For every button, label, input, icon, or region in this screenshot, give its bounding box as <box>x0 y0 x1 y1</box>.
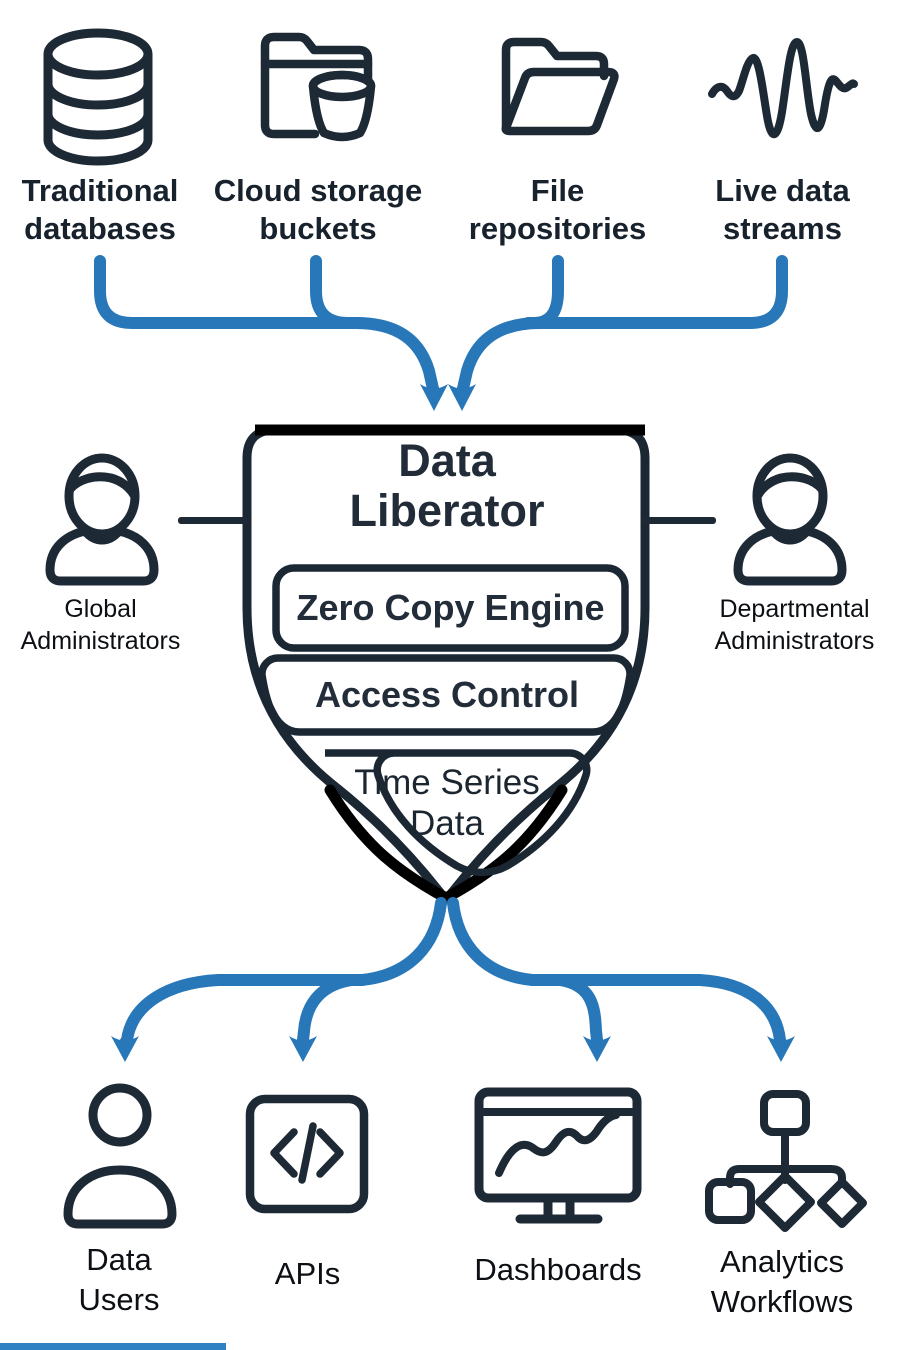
bottom-accent-bar <box>0 1343 226 1350</box>
output-label-analytics-workflows: Analytics Workflows <box>710 1244 854 1320</box>
right-admin-connector-line <box>641 517 716 524</box>
time-series-data-box <box>325 749 591 877</box>
hub-title: Data Liberator <box>349 435 545 537</box>
live-data-stream-icon <box>708 38 858 139</box>
hub-to-outputs-arrows <box>111 897 795 1062</box>
output-label-data-users: Data Users <box>78 1242 160 1318</box>
source-label-traditional-databases: Traditional databases <box>21 173 179 246</box>
sources-to-hub-arrows <box>94 255 788 411</box>
layer-access-control: Access Control <box>277 658 617 732</box>
person-icon <box>63 1083 177 1229</box>
layer-label-text: Access Control <box>314 674 580 715</box>
workflow-icon <box>705 1090 867 1232</box>
admin-label-departmental: Departmental Administrators <box>714 595 875 655</box>
admin-label-global: Global Administrators <box>20 595 181 655</box>
layer-label-text: Zero Copy Engine <box>296 587 605 628</box>
file-repository-icon <box>501 37 619 136</box>
code-icon <box>245 1094 369 1214</box>
zero-copy-engine-box <box>272 564 629 652</box>
cloud-storage-bucket-icon <box>260 32 376 142</box>
source-label-live-data-streams: Live data streams <box>715 173 850 246</box>
admin-person-icon <box>45 453 159 586</box>
access-control-box <box>258 654 634 736</box>
source-label-file-repositories: File repositories <box>468 173 647 246</box>
dashboard-monitor-icon <box>474 1087 642 1224</box>
layer-time-series-data: Time Series Data <box>354 763 540 844</box>
left-admin-connector-line <box>178 517 249 524</box>
shield-bottom-accent <box>324 784 568 905</box>
database-icon <box>43 28 153 166</box>
output-label-apis: APIs <box>274 1256 341 1291</box>
output-label-dashboards: Dashboards <box>474 1252 642 1287</box>
admin-person-icon <box>733 453 847 586</box>
source-label-cloud-storage-buckets: Cloud storage buckets <box>213 173 423 246</box>
layer-zero-copy-engine: Zero Copy Engine <box>276 568 625 648</box>
